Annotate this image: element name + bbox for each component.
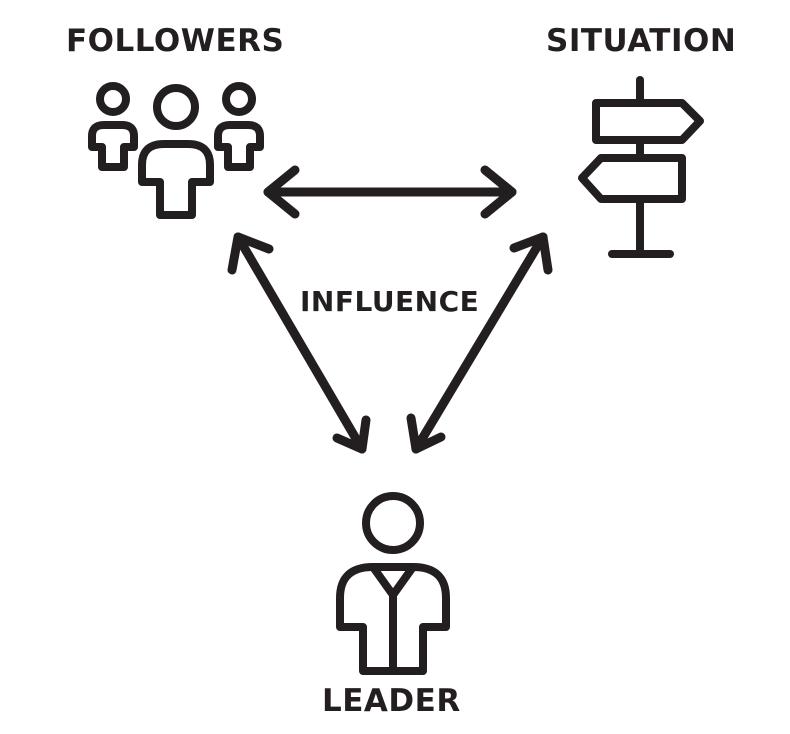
follower-center-person-icon xyxy=(138,84,214,219)
influence-label: INFLUENCE xyxy=(300,285,480,318)
followers-group-icon xyxy=(88,82,264,219)
situation-label: SITUATION xyxy=(546,23,737,59)
follower-left-person-icon xyxy=(88,82,138,171)
followers-label: FOLLOWERS xyxy=(66,23,285,59)
leader-label: LEADER xyxy=(322,683,461,719)
leader-person-icon xyxy=(336,492,450,675)
arrow-followers-situation xyxy=(263,165,517,219)
arrow-situation-leader xyxy=(406,232,553,454)
signpost-icon xyxy=(578,76,704,258)
follower-right-person-icon xyxy=(214,82,264,171)
arrow-followers-leader xyxy=(227,232,371,454)
